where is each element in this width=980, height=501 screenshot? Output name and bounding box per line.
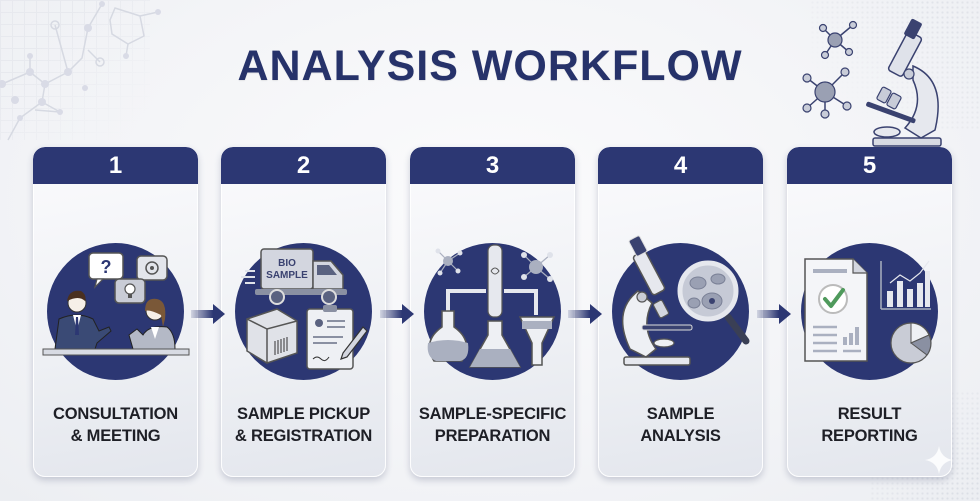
step-card-3: 3 SAMPLE-SPECIFIC bbox=[410, 147, 575, 477]
report-charts-icon bbox=[801, 243, 938, 380]
svg-text:?: ? bbox=[101, 257, 112, 277]
step-label: CONSULTATION & MEETING bbox=[53, 405, 178, 445]
step-number-header: 4 bbox=[598, 147, 763, 184]
sample-pickup-truck-icon: BIO SAMPLE bbox=[235, 243, 372, 380]
step-label: RESULT REPORTING bbox=[821, 405, 918, 445]
step-card-5: 5 RESULT REPORTING bbox=[787, 147, 952, 477]
step-label: SAMPLE ANALYSIS bbox=[640, 405, 721, 445]
step-number-header: 3 bbox=[410, 147, 575, 184]
consultation-meeting-icon: ? bbox=[42, 243, 190, 380]
molecule-pattern-icon bbox=[0, 1, 161, 141]
step-number: 3 bbox=[485, 151, 500, 179]
step-number: 1 bbox=[108, 151, 123, 179]
step-label: SAMPLE-SPECIFIC PREPARATION bbox=[418, 405, 567, 445]
step-card-1: 1 ? CONSULTATION bbox=[33, 147, 198, 477]
grid-pattern bbox=[0, 0, 150, 140]
step-card-4: 4 SAMPLE ANALYSIS bbox=[598, 147, 763, 477]
sparkle-icon bbox=[925, 446, 953, 474]
arrow-right-icon bbox=[191, 304, 225, 324]
step-number: 4 bbox=[673, 151, 688, 179]
microscope-magnifier-icon bbox=[612, 235, 750, 380]
arrow-right-icon bbox=[568, 304, 602, 324]
step-number: 5 bbox=[862, 151, 877, 179]
lab-glassware-icon bbox=[424, 243, 561, 380]
svg-text:SAMPLE: SAMPLE bbox=[266, 270, 308, 281]
microscope-illustration-icon bbox=[802, 18, 942, 147]
step-number-header: 1 bbox=[33, 147, 198, 184]
arrow-right-icon bbox=[757, 304, 791, 324]
step-number-header: 5 bbox=[787, 147, 952, 184]
step-card-2: 2 BIO SAMPLE SAMPLE PICKU bbox=[221, 147, 386, 477]
step-label: SAMPLE PICKUP & REGISTRATION bbox=[234, 405, 373, 445]
page-title: ANALYSIS WORKFLOW bbox=[237, 42, 743, 90]
step-number: 2 bbox=[296, 151, 311, 179]
svg-text:BIO: BIO bbox=[278, 258, 296, 269]
arrow-right-icon bbox=[380, 304, 414, 324]
step-number-header: 2 bbox=[221, 147, 386, 184]
